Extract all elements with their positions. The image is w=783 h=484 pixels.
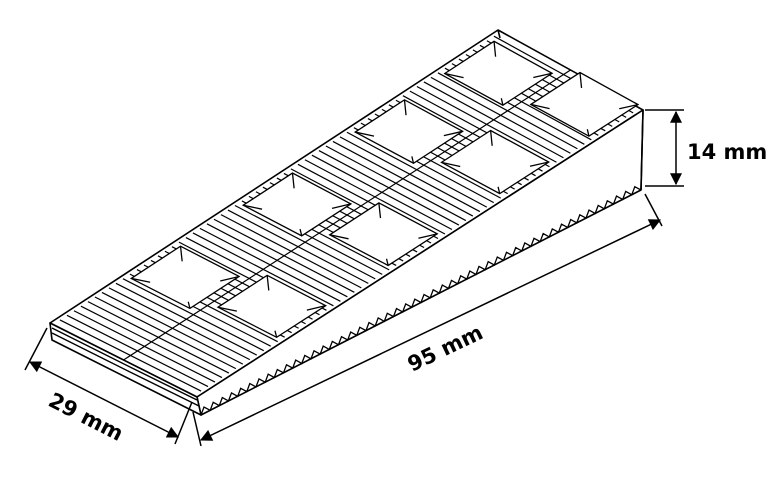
length-label: 95 mm	[404, 320, 487, 376]
pocket-depth-line	[187, 301, 191, 309]
length-extension-left	[192, 411, 202, 447]
pocket-depth-line	[403, 99, 407, 116]
length-extension-right	[644, 193, 663, 227]
width-label: 29 mm	[45, 388, 127, 446]
pocket-depth-line	[579, 72, 583, 88]
dimension-height	[645, 109, 684, 187]
width-dimension-line	[28, 361, 180, 438]
center-divider	[123, 69, 571, 361]
pocket-depth-line	[444, 72, 464, 79]
height-label: 14 mm	[687, 140, 767, 164]
pocket-depth-line	[493, 41, 497, 57]
pocket-depth-line	[500, 98, 504, 106]
length-dimension-line	[199, 219, 662, 441]
pocket-cavities	[129, 40, 640, 339]
pocket-depth-line	[378, 202, 382, 219]
pocket-depth-line	[443, 130, 463, 137]
pocket-depth-line	[619, 103, 639, 110]
pocket-depth-line	[179, 246, 183, 262]
dimension-width	[24, 327, 193, 445]
dimension-length	[192, 193, 663, 447]
pocket-depth-line	[355, 131, 375, 137]
width-extension-right	[174, 401, 193, 445]
pocket-depth-line	[533, 72, 553, 79]
pocket-depth-line	[530, 103, 550, 110]
pocket-depth-line	[291, 172, 295, 189]
pocket-depth-line	[331, 203, 352, 209]
pocket-depth-line	[489, 130, 493, 146]
pocket-depth-line	[497, 186, 501, 194]
pocket-depth-line	[586, 129, 590, 137]
width-extension-left	[24, 327, 48, 371]
pocket-depth-line	[411, 156, 415, 164]
pocket-depth-line	[243, 204, 263, 210]
pocket-depth-line	[441, 161, 461, 168]
pocket-depth-line	[529, 161, 549, 167]
pocket-depth-line	[131, 277, 151, 283]
